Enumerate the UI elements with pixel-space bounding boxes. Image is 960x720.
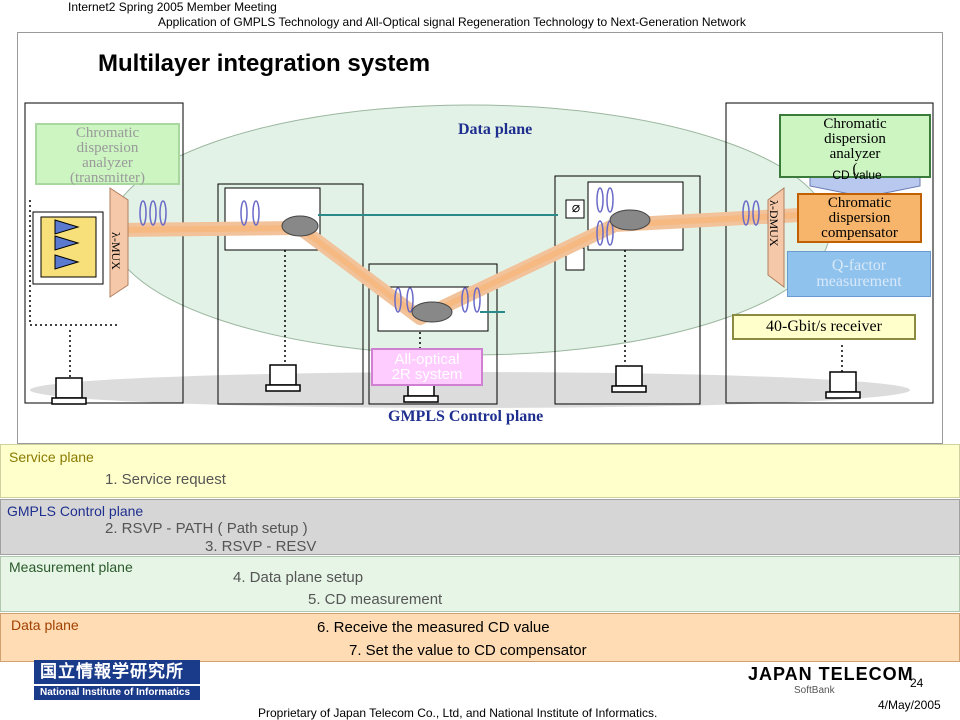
gmpls-plane-band: GMPLS Control plane 2. RSVP - PATH ( Pat… xyxy=(0,499,960,555)
jt-logo-text: JAPAN TELECOM xyxy=(748,664,914,684)
rx-node-panel xyxy=(725,102,934,404)
tx-node-panel xyxy=(24,102,184,404)
measurement-plane-band: Measurement plane 4. Data plane setup 5.… xyxy=(0,556,960,612)
nii-logo-en: National Institute of Informatics xyxy=(34,686,200,700)
network-diagram xyxy=(24,102,934,408)
computer-icons xyxy=(51,364,861,405)
gmpls-plane-title: GMPLS Control plane xyxy=(7,503,144,519)
switch-icons xyxy=(281,209,651,323)
node-2-panel xyxy=(217,183,364,405)
control-plane-label: GMPLS Control plane xyxy=(388,408,544,425)
control-plane-ellipse xyxy=(30,372,910,408)
service-plane-band: Service plane 1. Service request xyxy=(0,444,960,498)
slide-date: 4/May/2005 xyxy=(878,698,941,712)
slide-title: Multilayer integration system xyxy=(98,50,431,77)
step-rsvp-path: 2. RSVP - PATH ( Path setup ) xyxy=(105,520,308,537)
rx-demux xyxy=(767,187,785,288)
data-plane-band: Data plane 6. Receive the measured CD va… xyxy=(0,613,960,662)
japan-telecom-logo: JAPAN TELECOM SoftBank xyxy=(748,664,916,700)
service-plane-title: Service plane xyxy=(9,449,94,465)
tx-dispersion-analyzer: Chromatic dispersion analyzer (transmitt… xyxy=(35,123,180,186)
step-rsvp-resv: 3. RSVP - RESV xyxy=(205,538,317,555)
step-set-cd-compensator: 7. Set the value to CD compensator xyxy=(349,642,587,659)
step-cd-measurement: 5. CD measurement xyxy=(308,591,443,608)
dispersion-compensator: Chromatic dispersion compensator xyxy=(797,193,922,243)
rx-demux-label: λ-DMUX xyxy=(767,200,781,247)
data-plane-title: Data plane xyxy=(11,617,79,633)
slide-frame xyxy=(17,32,943,444)
phase-shifter-box xyxy=(565,199,585,219)
lens-group xyxy=(139,187,760,313)
modulator-icons xyxy=(54,219,80,270)
nii-logo-jp: 国立情報学研究所 xyxy=(34,660,200,684)
step-service-request: 1. Service request xyxy=(105,471,226,488)
cd-value-label: CD value xyxy=(832,168,882,182)
node-3-panel xyxy=(368,263,498,405)
node-4-panel xyxy=(554,175,701,405)
measurement-plane-title: Measurement plane xyxy=(9,559,133,575)
data-plane-label: Data plane xyxy=(458,121,533,138)
tx-mux-label: λ-MUX xyxy=(109,232,123,270)
meeting-header: Internet2 Spring 2005 Member Meeting xyxy=(68,0,277,14)
softbank-text: SoftBank xyxy=(794,685,835,696)
q-factor-measurement: Q-factor measurement xyxy=(787,251,931,297)
nii-logo: 国立情報学研究所 National Institute of Informati… xyxy=(34,660,200,700)
proprietary-notice: Proprietary of Japan Telecom Co., Ltd, a… xyxy=(258,706,658,720)
rx-dispersion-analyzer: Chromatic dispersion analyzer ( xyxy=(779,114,931,178)
receiver-40g: 40-Gbit/s receiver xyxy=(732,314,916,340)
step-data-plane-setup: 4. Data plane setup xyxy=(233,569,364,586)
step-receive-cd-value: 6. Receive the measured CD value xyxy=(317,619,550,636)
slide-subtitle: Application of GMPLS Technology and All-… xyxy=(158,15,746,29)
tx-mux xyxy=(109,187,129,298)
all-optical-2r-system: All-optical 2R system xyxy=(371,348,483,386)
phase-shifter-icon: ⌀ xyxy=(571,199,581,215)
page-number: 24 xyxy=(910,676,924,690)
